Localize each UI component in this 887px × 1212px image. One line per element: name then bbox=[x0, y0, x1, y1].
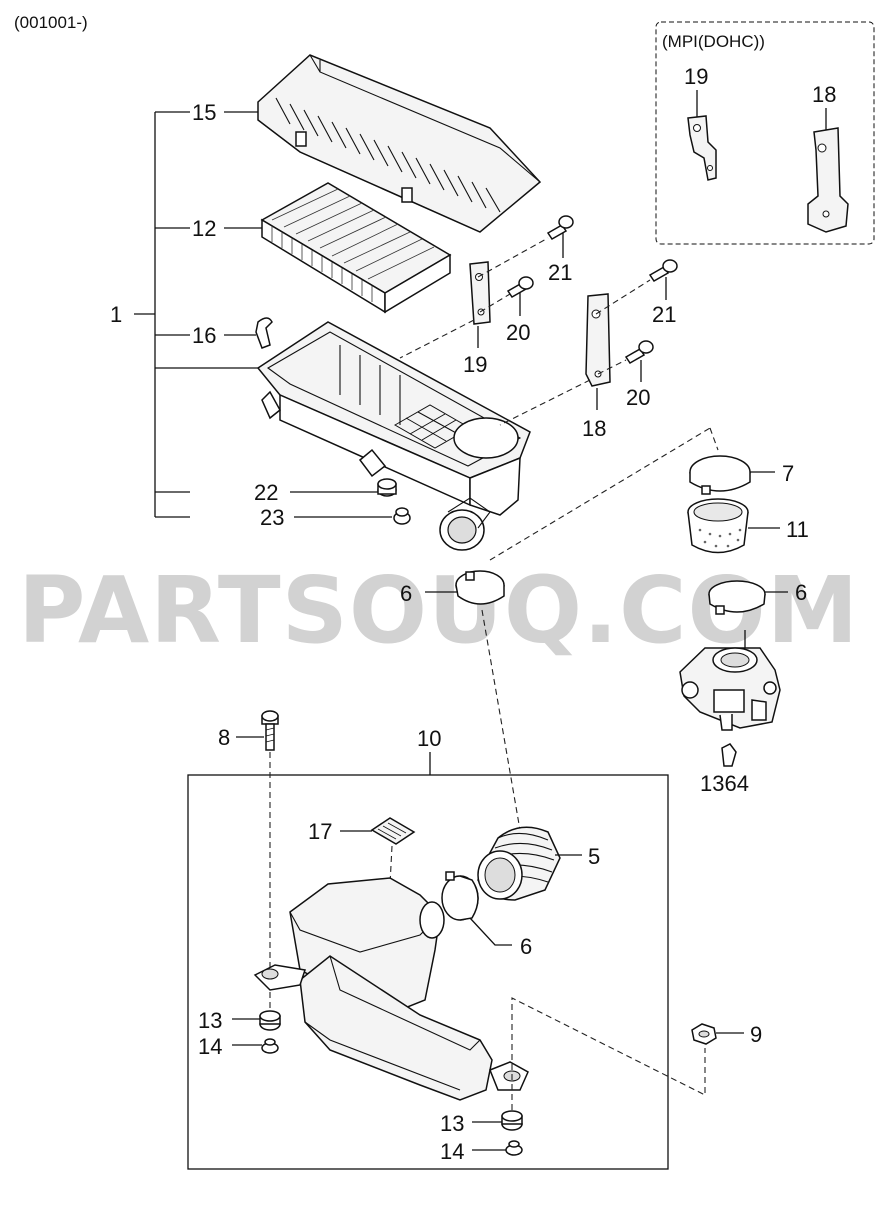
label-7[interactable]: 7 bbox=[782, 461, 794, 486]
label-11[interactable]: 11 bbox=[786, 517, 809, 542]
adapter-11[interactable] bbox=[687, 498, 749, 554]
bolt-21-upper-left[interactable] bbox=[546, 215, 574, 240]
clamp-6-right[interactable] bbox=[708, 580, 766, 615]
throttle-small-part bbox=[721, 743, 737, 767]
label-14-right[interactable]: 14 bbox=[440, 1139, 464, 1164]
label-8[interactable]: 8 bbox=[218, 725, 230, 750]
inset-title: (MPI(DOHC)) bbox=[662, 32, 765, 51]
resonator-group-box bbox=[187, 752, 669, 1170]
inset-label-19[interactable]: 19 bbox=[684, 64, 708, 89]
header-code: (001001-) bbox=[14, 13, 88, 32]
inset-box: (MPI(DOHC)) 19 18 bbox=[655, 21, 875, 245]
nut-9[interactable] bbox=[691, 1023, 717, 1045]
bracket-18[interactable] bbox=[585, 293, 611, 387]
label-16[interactable]: 16 bbox=[192, 323, 216, 348]
label-19[interactable]: 19 bbox=[463, 352, 487, 377]
air-cleaner-body[interactable] bbox=[256, 321, 531, 551]
grommet-13-right[interactable] bbox=[501, 1110, 523, 1131]
label-1364[interactable]: 1364 bbox=[700, 771, 749, 796]
label-6-lower[interactable]: 6 bbox=[520, 934, 532, 959]
label-13-left[interactable]: 13 bbox=[198, 1008, 222, 1033]
label-5[interactable]: 5 bbox=[588, 844, 600, 869]
label-20-left[interactable]: 20 bbox=[506, 320, 530, 345]
air-filter-element[interactable] bbox=[260, 182, 452, 314]
label-13-right[interactable]: 13 bbox=[440, 1111, 464, 1136]
resonator-duct bbox=[253, 877, 529, 1101]
air-cleaner-cover[interactable] bbox=[257, 54, 542, 233]
bolt-8[interactable] bbox=[261, 710, 279, 751]
label-22[interactable]: 22 bbox=[254, 480, 278, 505]
bracket-19[interactable] bbox=[469, 261, 491, 325]
label-10[interactable]: 10 bbox=[417, 726, 441, 751]
label-21-left[interactable]: 21 bbox=[548, 260, 572, 285]
inset-label-18[interactable]: 18 bbox=[812, 82, 836, 107]
clip-16[interactable] bbox=[255, 317, 273, 349]
bolt-20-upper-left[interactable] bbox=[506, 276, 534, 298]
collar-14-right[interactable] bbox=[505, 1140, 523, 1156]
label-12[interactable]: 12 bbox=[192, 216, 216, 241]
label-23[interactable]: 23 bbox=[260, 505, 284, 530]
label-6-left[interactable]: 6 bbox=[400, 581, 412, 606]
collar-14-left[interactable] bbox=[261, 1038, 279, 1054]
label-9[interactable]: 9 bbox=[750, 1022, 762, 1047]
label-1[interactable]: 1 bbox=[110, 302, 122, 327]
label-14-left[interactable]: 14 bbox=[198, 1034, 222, 1059]
clamp-6-left[interactable] bbox=[455, 570, 505, 605]
inset-bracket-19[interactable] bbox=[687, 115, 717, 181]
grommet-23[interactable] bbox=[393, 507, 411, 525]
label-6-right[interactable]: 6 bbox=[795, 580, 807, 605]
clamp-7[interactable] bbox=[689, 455, 751, 495]
throttle-body bbox=[679, 630, 781, 731]
intake-hose-5[interactable] bbox=[477, 826, 561, 901]
label-15[interactable]: 15 bbox=[192, 100, 216, 125]
bolt-20-lower-right[interactable] bbox=[624, 340, 654, 364]
grommet-22[interactable] bbox=[377, 478, 397, 497]
label-21-right[interactable]: 21 bbox=[652, 302, 676, 327]
label-18[interactable]: 18 bbox=[582, 416, 606, 441]
inset-bracket-18[interactable] bbox=[807, 127, 849, 233]
label-20-right[interactable]: 20 bbox=[626, 385, 650, 410]
label-17[interactable]: 17 bbox=[308, 819, 332, 844]
bolt-21-upper-right[interactable] bbox=[648, 259, 678, 282]
label-sticker-17[interactable] bbox=[370, 817, 416, 845]
assembly-1-bracket bbox=[134, 111, 260, 518]
grommet-13-left[interactable] bbox=[259, 1010, 281, 1031]
clamp-6-lower[interactable] bbox=[441, 871, 479, 921]
